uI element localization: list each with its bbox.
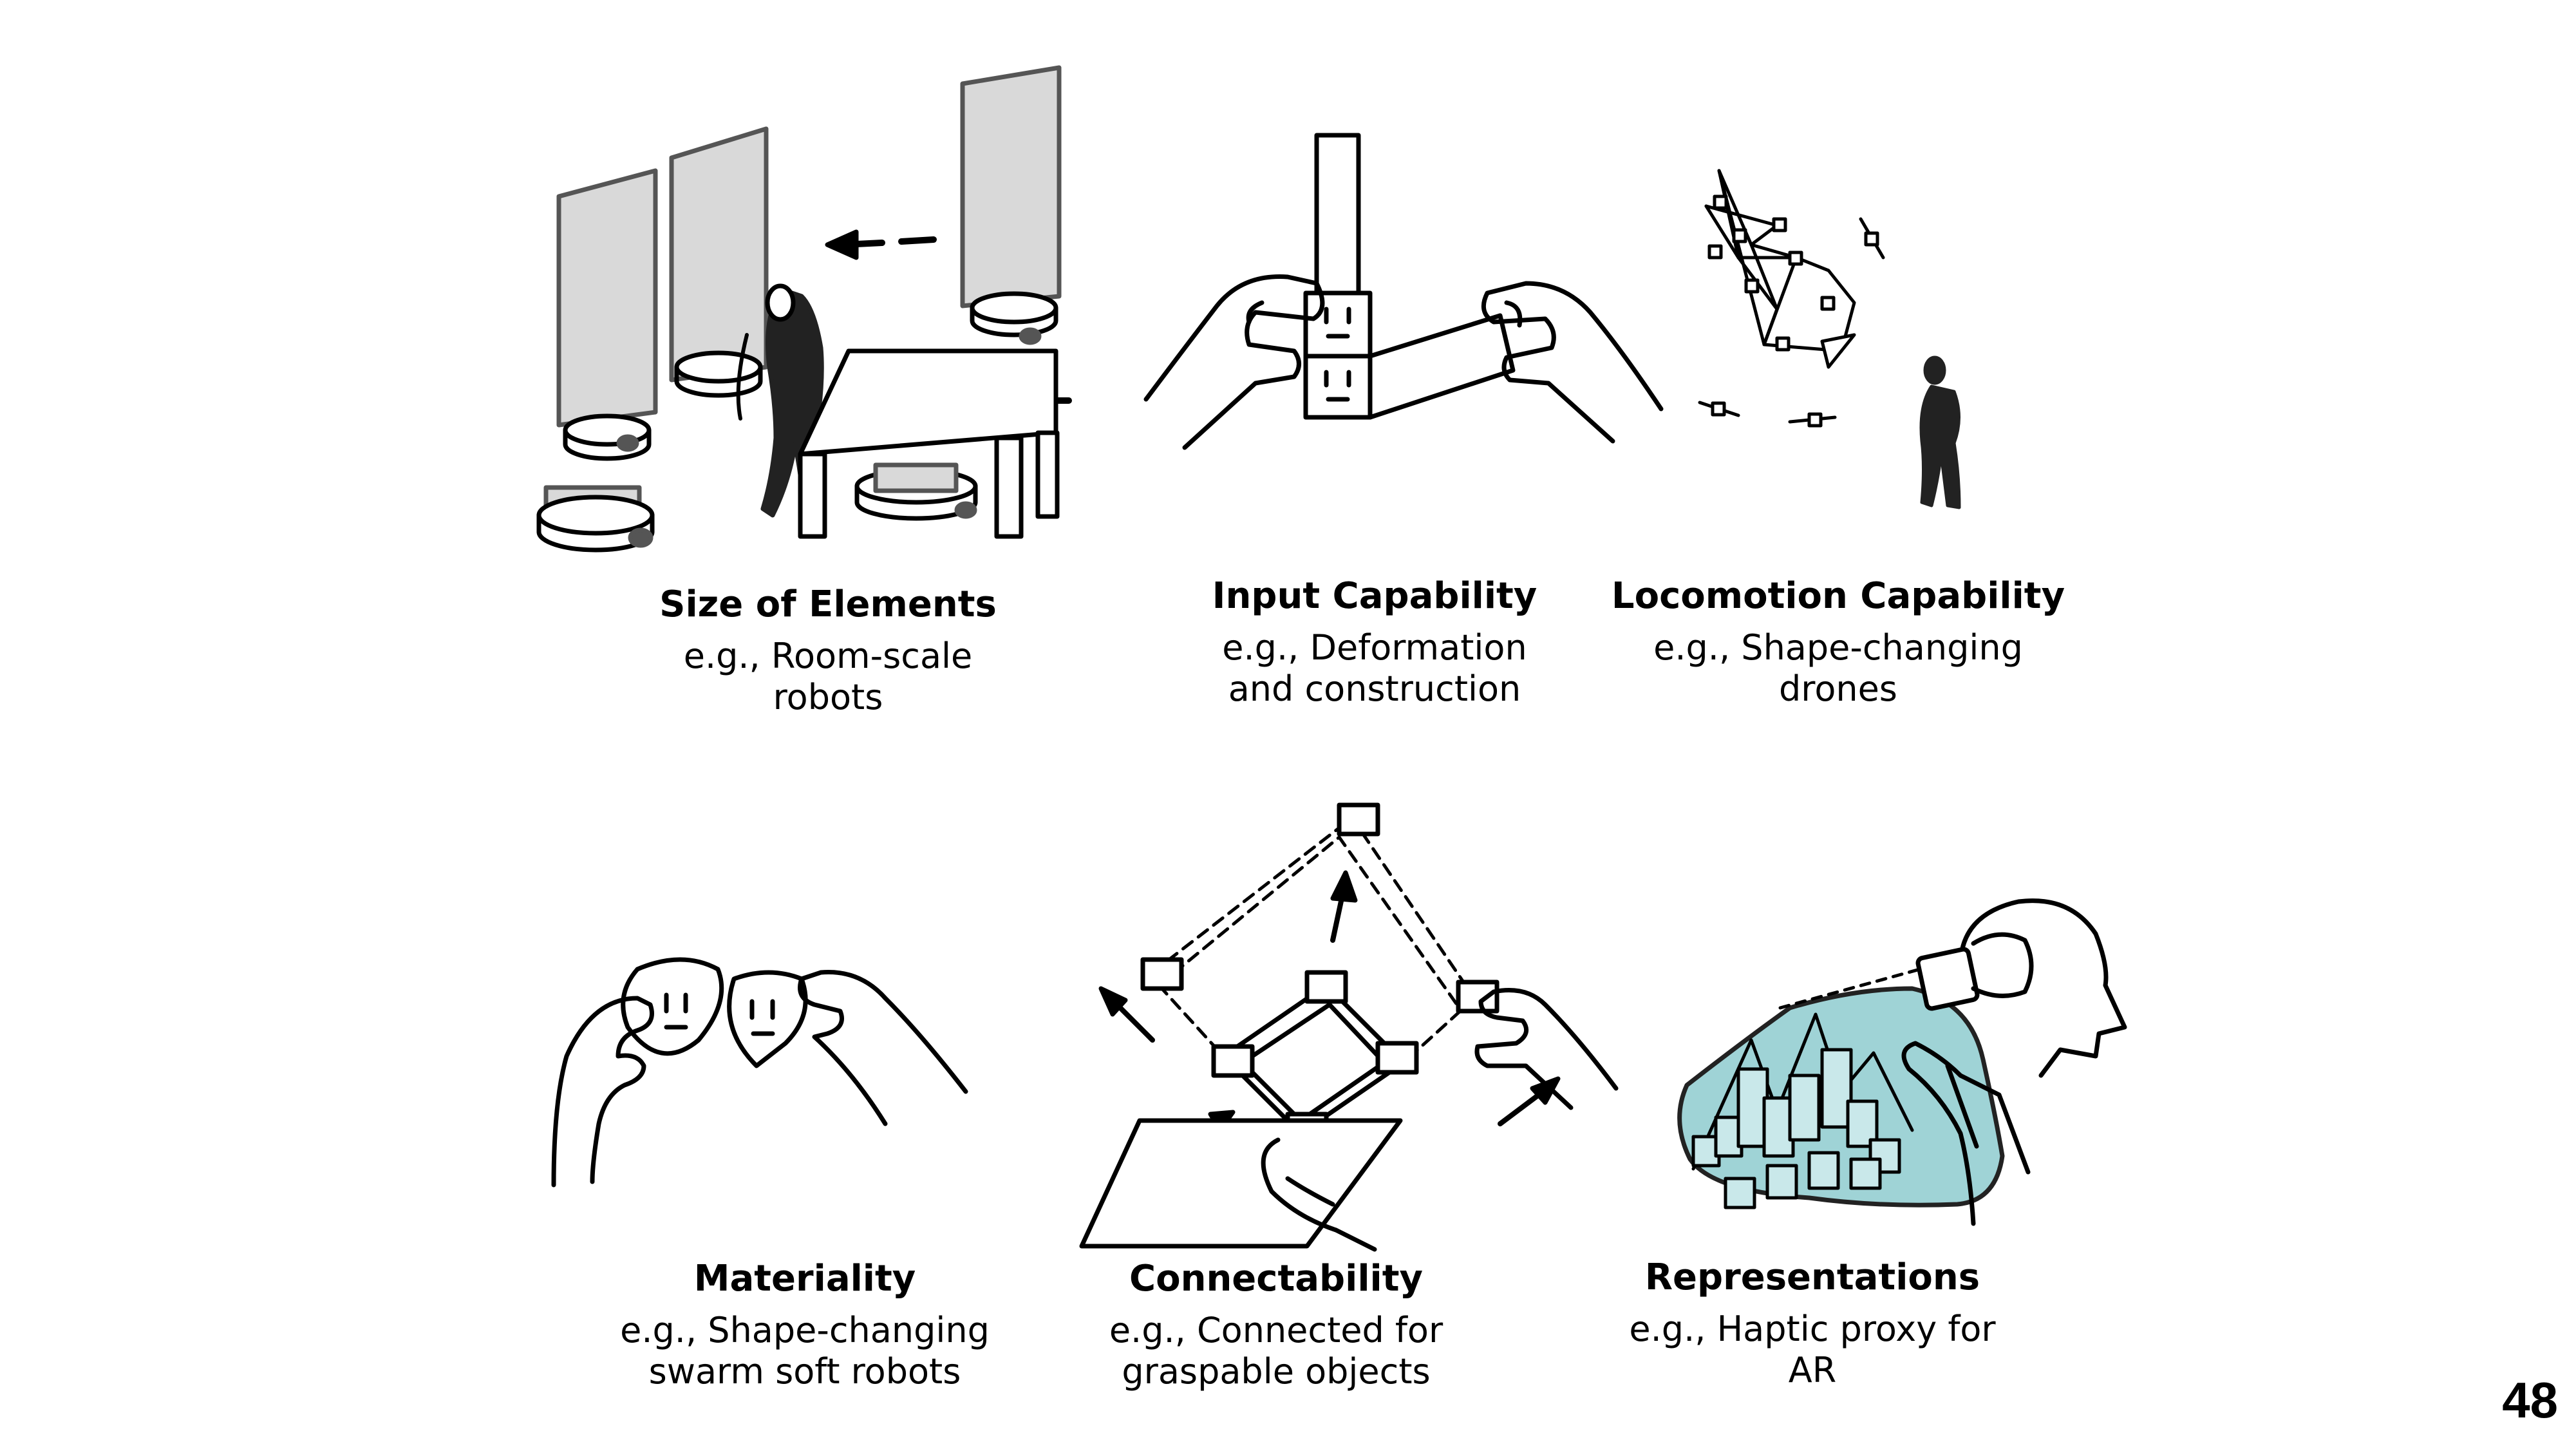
description-line: swarm soft robots — [648, 1351, 961, 1392]
panel-description: e.g., Haptic proxy for AR — [1555, 1309, 2070, 1391]
panel-title: Connectability — [1129, 1258, 1423, 1300]
panel-title: Size of Elements — [659, 583, 997, 625]
drone-swarm-illustration — [1698, 169, 1961, 509]
panel-description: e.g., Deformation and construction — [1117, 627, 1632, 710]
description-line: and construction — [1228, 668, 1521, 709]
panel-title: Input Capability — [1212, 575, 1537, 617]
description-line: e.g., Shape-changing — [1653, 627, 2023, 668]
caption-representations: Representations e.g., Haptic proxy for A… — [1555, 1256, 2070, 1391]
ar-haptic-proxy-illustration — [1677, 898, 2127, 1226]
connected-cube-illustration — [1079, 802, 1619, 1252]
panel-description: e.g., Room-scale robots — [570, 636, 1086, 718]
panel-description: e.g., Shape-changing swarm soft robots — [547, 1310, 1062, 1392]
description-line: e.g., Connected for — [1109, 1310, 1443, 1350]
panel-title: Locomotion Capability — [1611, 575, 2065, 617]
caption-materiality: Materiality e.g., Shape-changing swarm s… — [547, 1257, 1062, 1392]
description-line: e.g., Deformation — [1222, 627, 1527, 668]
panel-description: e.g., Connected for graspable objects — [1019, 1310, 1534, 1392]
deformation-hands-illustration — [1143, 133, 1664, 450]
description-line: graspable objects — [1122, 1351, 1431, 1392]
description-line: AR — [1788, 1350, 1837, 1390]
description-line: e.g., Room-scale — [683, 636, 973, 676]
panel-title: Representations — [1644, 1256, 1980, 1298]
description-line: e.g., Shape-changing — [620, 1310, 990, 1350]
description-line: robots — [773, 677, 883, 717]
panel-description: e.g., Shape-changing drones — [1581, 627, 2096, 710]
page-number: 48 — [2502, 1372, 2558, 1428]
panel-title: Materiality — [693, 1258, 916, 1300]
room-scale-robots-illustration — [536, 65, 1072, 553]
soft-robots-illustration — [551, 957, 968, 1188]
caption-input-capability: Input Capability e.g., Deformation and c… — [1117, 574, 1632, 710]
description-line: drones — [1779, 668, 1897, 709]
description-line: e.g., Haptic proxy for — [1629, 1309, 1996, 1349]
caption-size-of-elements: Size of Elements e.g., Room-scale robots — [570, 583, 1086, 718]
caption-connectability: Connectability e.g., Connected for grasp… — [1019, 1257, 1534, 1392]
caption-locomotion-capability: Locomotion Capability e.g., Shape-changi… — [1581, 574, 2096, 710]
